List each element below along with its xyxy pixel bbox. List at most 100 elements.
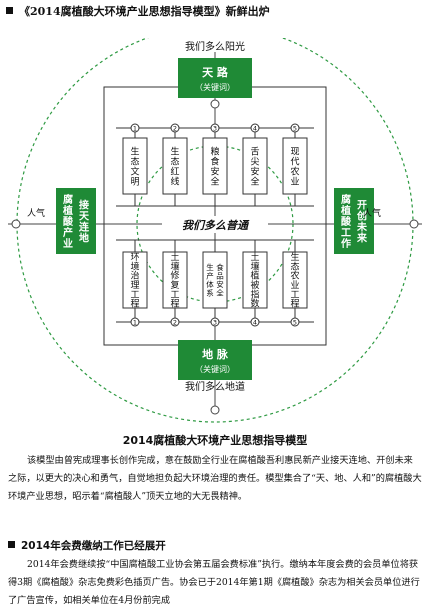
left-green-box: [56, 188, 96, 254]
bottom-row-label: 工: [290, 290, 299, 300]
number-circle: [290, 317, 300, 327]
bottom-text: 我们多么地道: [185, 380, 245, 393]
bottom-row-label: 治: [130, 270, 139, 282]
side-box-label: 植: [62, 204, 73, 217]
top-row-label: 明: [130, 177, 139, 188]
side-box-label: 地: [79, 231, 89, 244]
number-label: 2: [173, 319, 177, 327]
left-renqi-label: 人气: [27, 207, 45, 219]
bottom-row-box: [242, 251, 268, 309]
bottom-row-label: 壤: [250, 260, 259, 272]
top-row-label: 态: [130, 156, 139, 168]
di-sub: （关键词）: [195, 364, 235, 374]
top-row-label: 业: [290, 177, 299, 188]
number-label: 5: [293, 125, 297, 133]
right-green-box: [334, 188, 374, 254]
bottom-row-label: 工: [170, 290, 179, 300]
diagram-caption: 2014腐植酸大环境产业思想指导模型: [122, 434, 308, 447]
di-title: 地 脉: [202, 347, 229, 361]
side-box-label: 酸: [63, 215, 74, 228]
number-circle: [130, 123, 140, 133]
top-row-box: [202, 137, 228, 195]
side-box-label: 腐: [341, 193, 351, 206]
number-circle: [210, 317, 220, 327]
tian-box: [178, 58, 252, 98]
bottom-row-label: 全: [216, 288, 224, 298]
side-box-label: 开: [357, 199, 367, 211]
top-axis-dot: [210, 99, 220, 109]
top-row-label: 态: [170, 156, 179, 168]
bottom-number-circles: 1 2 3 4 5: [130, 317, 300, 327]
top-row-label: 食: [210, 156, 219, 168]
bottom-row-label: 境: [130, 260, 139, 272]
top-row-label: 红: [170, 166, 179, 178]
bottom-row-box: [202, 251, 228, 309]
bottom-row-label: 农: [290, 270, 299, 282]
number-circle: [290, 123, 300, 133]
number-label: 5: [293, 319, 297, 327]
side-box-label: 天: [79, 210, 90, 222]
number-label: 4: [253, 125, 257, 133]
bottom-row-label: 体: [206, 279, 214, 289]
number-circle: [130, 317, 140, 327]
bottom-row-label: 理: [130, 280, 139, 291]
top-row-label: 安: [250, 166, 259, 178]
top-row-label: 全: [210, 176, 219, 188]
top-row-label: 全: [250, 176, 259, 188]
number-label: 4: [253, 319, 257, 327]
top-row-label: 生: [170, 146, 179, 158]
side-box-label: 腐: [63, 193, 73, 206]
bottom-row-label: 指: [250, 288, 259, 300]
number-circle: [250, 123, 260, 133]
headline: 《2014腐植酸大环境产业思想指导模型》新鲜出炉: [6, 3, 270, 19]
bottom-row-label: 程: [170, 299, 179, 310]
center-text-bg: [162, 216, 268, 233]
bottom-row-label: 产: [206, 271, 214, 281]
number-circle: [170, 317, 180, 327]
bottom-row-box: [122, 251, 148, 309]
top-row-box: [282, 137, 308, 195]
top-row-box: [122, 137, 148, 195]
bottom-row-label: 态: [290, 260, 299, 272]
bottom-row-box: [282, 251, 308, 309]
side-box-label: 创: [356, 209, 367, 222]
top-row-label: 尖: [250, 156, 259, 168]
top-row-label: 生: [130, 146, 139, 158]
top-row-label: 代: [290, 157, 299, 168]
top-row-box: [162, 137, 188, 195]
number-label: 3: [213, 319, 217, 327]
bottom-row-label: 土: [170, 251, 179, 263]
bottom-row-label: 生: [290, 251, 299, 263]
bottom-row-label: 程: [290, 299, 299, 310]
bottom-row-label: 生: [206, 262, 214, 272]
top-text: 我们多么阳光: [185, 40, 245, 53]
top-row-label: 农: [290, 166, 299, 178]
bottom-row-label: 壤: [170, 260, 179, 272]
bullet-square-icon: [8, 541, 15, 548]
bottom-row-label: 品: [216, 272, 224, 281]
bottom-row-label: 修: [170, 270, 179, 282]
side-box-label: 工: [341, 228, 351, 239]
bottom-row-label: 食: [216, 262, 224, 272]
top-row-label: 现: [290, 147, 299, 158]
number-label: 3: [213, 125, 217, 133]
number-label: 1: [133, 319, 137, 327]
bottom-row-box: [162, 251, 188, 309]
right-axis-dot: [409, 219, 419, 229]
left-axis-dot: [11, 219, 21, 229]
bottom-row-label: 系: [206, 288, 214, 298]
section-heading: 2014年会费缴纳工作已经展开: [8, 538, 166, 553]
side-box-label: 接: [79, 198, 89, 211]
tian-title: 天 路: [202, 65, 229, 79]
bottom-row-label: 业: [290, 280, 299, 291]
paragraph-1: 该模型由曾宪成理事长创作完成，意在鼓励全行业在腐植酸吾利惠民新产业接天连地、开创…: [8, 455, 422, 502]
number-circle: [170, 123, 180, 133]
top-row-label: 舌: [250, 147, 259, 158]
top-row-label: 粮: [210, 146, 219, 158]
side-box-label: 来: [356, 231, 368, 244]
